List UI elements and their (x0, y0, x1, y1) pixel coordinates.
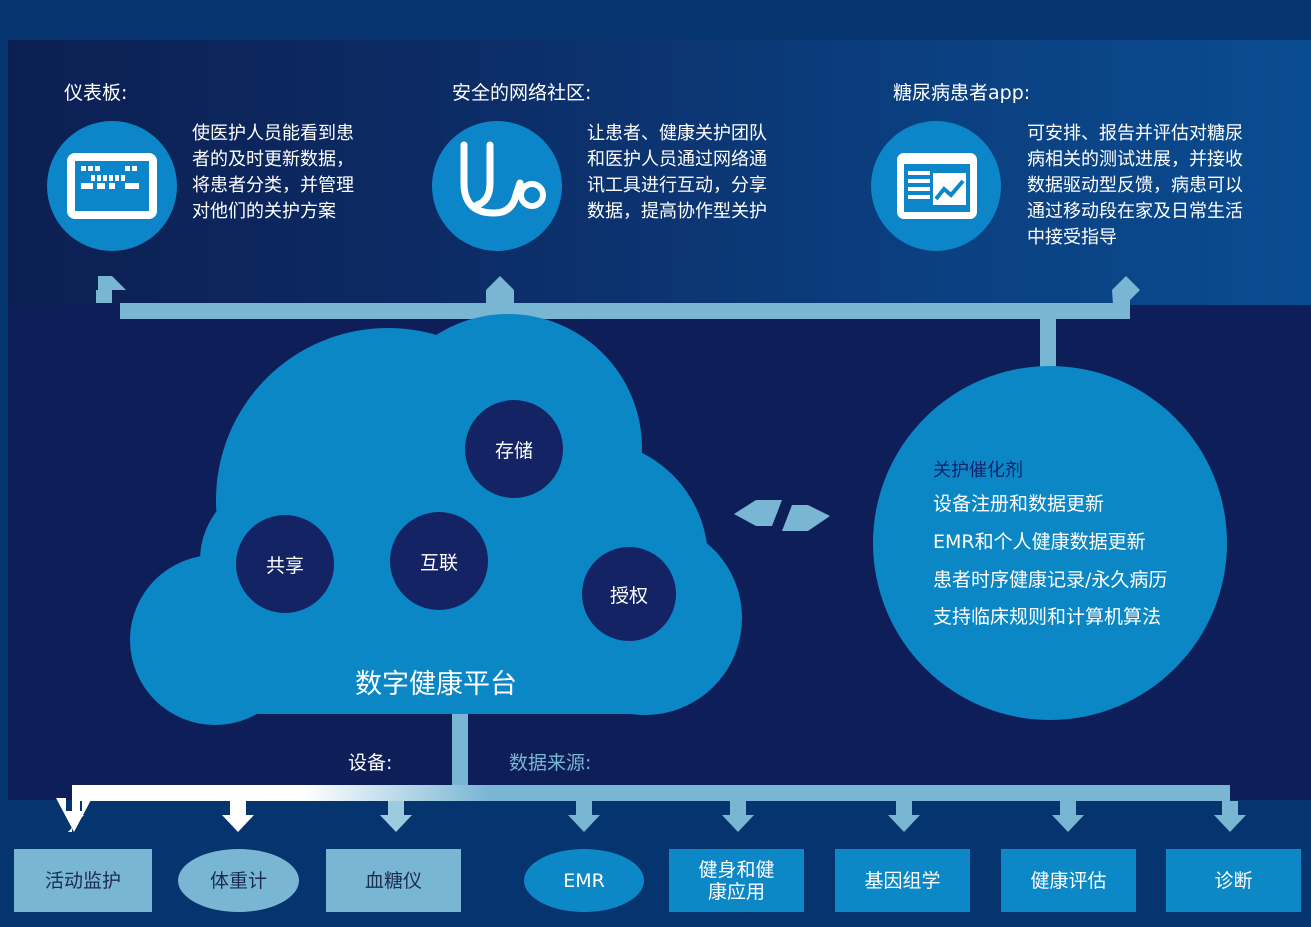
app-title: 糖尿病患者app: (893, 82, 1031, 104)
down-arrow-genomics (888, 801, 920, 832)
catalyst-item: EMR和个人健康数据更新 (933, 531, 1146, 553)
box-activity-monitor: 活动监护 (14, 849, 152, 912)
platform-title: 数字健康平台 (355, 669, 517, 700)
stethoscope-icon (460, 141, 546, 217)
desc-line: 病相关的测试进展，并接收 (1027, 149, 1243, 170)
box-diagnosis: 诊断 (1166, 849, 1301, 912)
dashboard-icon-circle (47, 121, 177, 251)
box-health-assessment: 健康评估 (1001, 849, 1136, 912)
node-storage: 存储 (465, 400, 563, 498)
app-icon-circle (871, 121, 1001, 251)
devices-label: 设备: (348, 752, 393, 774)
monitor-icon (67, 153, 157, 219)
data-sources-label: 数据来源: (509, 752, 592, 774)
care-catalyst-circle (873, 366, 1227, 720)
desc-line: 可安排、报告并评估对糖尿 (1027, 123, 1243, 144)
community-icon-circle (432, 121, 562, 251)
community-title: 安全的网络社区: (452, 82, 592, 104)
desc-line: 中接受指导 (1027, 227, 1117, 248)
dashboard-title: 仪表板: (64, 82, 128, 104)
up-arrow-right (1112, 276, 1140, 319)
box-emr: EMR (524, 849, 644, 912)
desc-line: 讯工具进行互动，分享 (587, 175, 767, 196)
desc-line: 让患者、健康关护团队 (587, 123, 767, 144)
top-panel (8, 40, 1311, 305)
desc-line: 将患者分类，并管理 (192, 175, 354, 196)
up-arrow-middle (486, 276, 514, 303)
desc-line: 使医护人员能看到患 (192, 123, 354, 144)
node-share: 共享 (236, 515, 334, 613)
desc-line: 者的及时更新数据， (192, 149, 354, 170)
down-arrow-emr (568, 801, 600, 832)
catalyst-connector (1040, 303, 1056, 369)
box-weight-scale: 体重计 (178, 849, 299, 912)
desc-line: 数据驱动型反馈，病患可以 (1027, 175, 1243, 196)
catalyst-item: 设备注册和数据更新 (933, 493, 1105, 515)
node-interconnect: 互联 (390, 512, 488, 610)
right-arrow-icon (782, 505, 830, 531)
desc-line: 和医护人员通过网络通 (587, 149, 767, 170)
down-arrow-assessment (1052, 801, 1084, 832)
node-authorize: 授权 (582, 547, 676, 641)
catalyst-title: 关护催化剂 (933, 460, 1023, 481)
box-genomics: 基因组学 (835, 849, 970, 912)
down-arrow-diagnosis (1214, 801, 1246, 832)
desc-line: 对他们的关护方案 (192, 201, 336, 222)
cloud-connector (452, 712, 468, 790)
desc-line: 数据，提高协作型关护 (587, 201, 767, 222)
catalyst-item: 患者时序健康记录/永久病历 (933, 569, 1168, 591)
top-connector-bar (120, 303, 1114, 319)
tablet-chart-icon (897, 153, 977, 219)
down-arrow-glucometer (380, 801, 412, 832)
down-arrow-scale (222, 801, 254, 832)
community-description: 让患者、健康关护团队 和医护人员通过网络通 讯工具进行互动，分享 数据，提高协作… (587, 121, 817, 225)
left-arrow-icon (734, 500, 782, 526)
catalyst-item: 支持临床规则和计算机算法 (933, 606, 1162, 628)
up-arrow-left (96, 276, 126, 303)
bottom-connector-bar (72, 785, 1230, 801)
box-fitness-apps: 健身和健康应用 (669, 849, 804, 912)
app-description: 可安排、报告并评估对糖尿 病相关的测试进展，并接收 数据驱动型反馈，病患可以 通… (1027, 121, 1297, 251)
dashboard-description: 使医护人员能看到患 者的及时更新数据， 将患者分类，并管理 对他们的关护方案 (192, 121, 392, 225)
desc-line: 通过移动段在家及日常生活 (1027, 201, 1243, 222)
down-arrow-activity (56, 798, 92, 832)
box-glucometer: 血糖仪 (326, 849, 461, 912)
down-arrow-fitness (722, 801, 754, 832)
